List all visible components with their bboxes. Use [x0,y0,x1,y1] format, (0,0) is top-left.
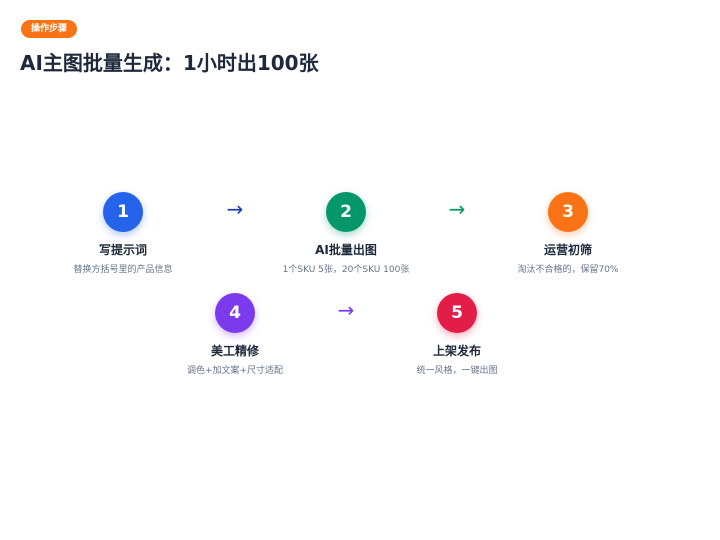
step-title: 上架发布 [432,344,481,358]
step-2: 2 AI批量出图 1个SKU 5张，20个SKU 100张 [246,192,446,275]
step-description: 统一风格，一键出图 [416,366,498,376]
step-title: 运营初筛 [543,243,592,257]
step-number-badge: 3 [548,192,588,232]
step-title: AI批量出图 [315,243,377,257]
step-5: 5 上架发布 统一风格，一键出图 [357,293,557,376]
step-title: 美工精修 [210,344,259,358]
step-description: 淘汰不合格的，保留70% [517,265,619,275]
step-description: 调色+加文案+尺寸适配 [186,366,284,376]
section-badge: 操作步骤 [21,20,78,38]
step-title: 写提示词 [98,243,147,257]
arrow-right-icon: → [226,197,244,221]
step-description: 1个SKU 5张，20个SKU 100张 [282,265,410,275]
arrow-right-icon: → [448,197,466,221]
arrow-right-icon: → [337,298,355,322]
page-title: AI主图批量生成：1小时出100张 [20,51,319,75]
step-number-badge: 1 [103,192,143,232]
step-4: 4 美工精修 调色+加文案+尺寸适配 [135,293,335,376]
step-3: 3 运营初筛 淘汰不合格的，保留70% [468,192,668,275]
step-number-badge: 5 [437,293,477,333]
step-description: 替换方括号里的产品信息 [73,265,173,275]
step-number-badge: 4 [215,293,255,333]
step-number-badge: 2 [326,192,366,232]
step-1: 1 写提示词 替换方括号里的产品信息 [23,192,223,275]
